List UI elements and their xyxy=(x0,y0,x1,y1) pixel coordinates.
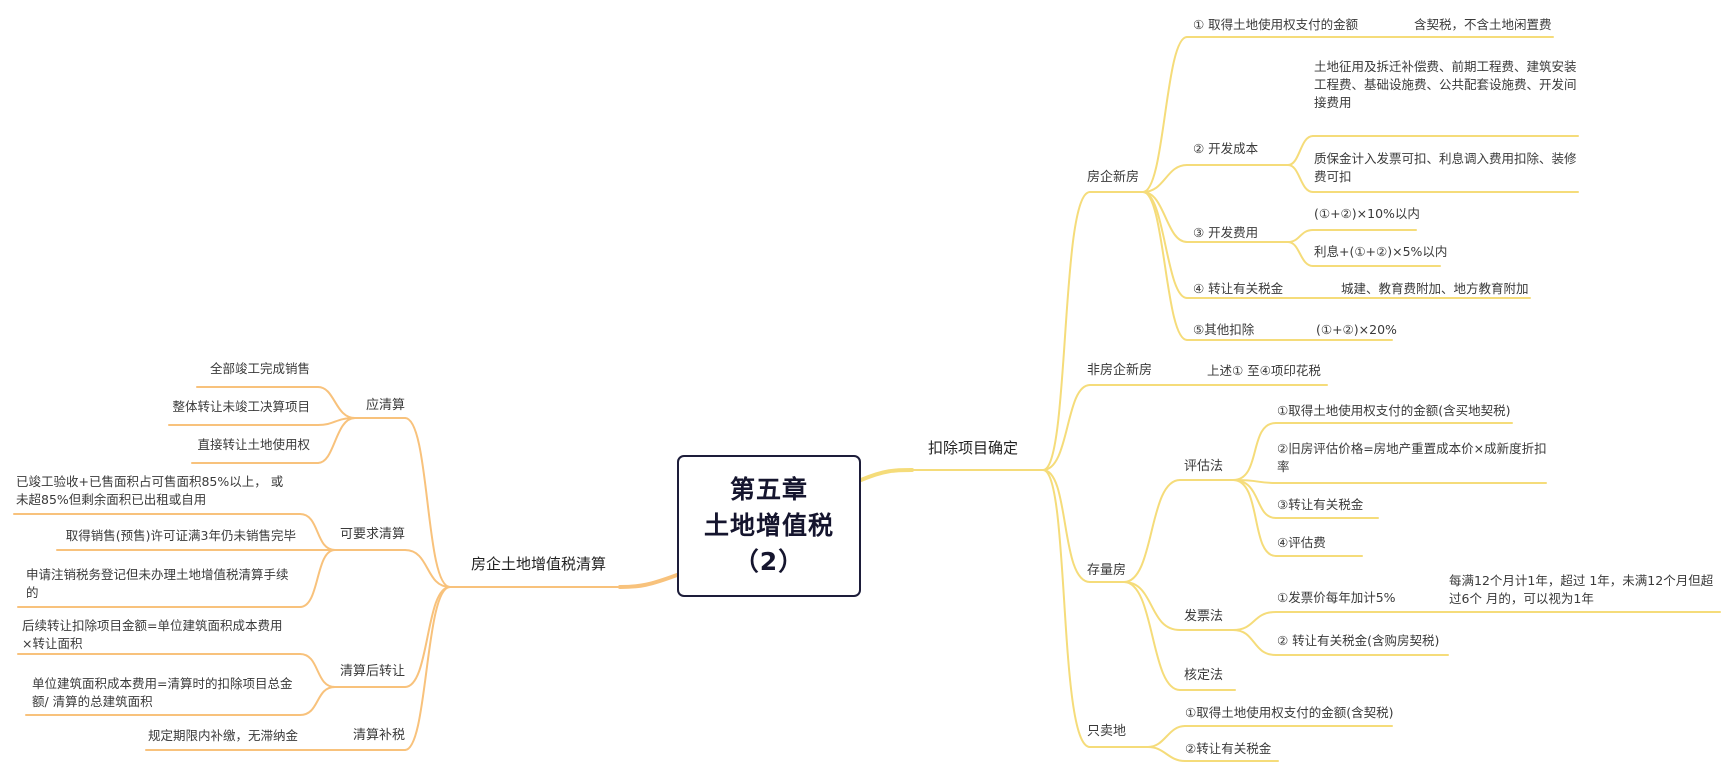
note-nonhouse-new[interactable]: 上述① 至④项印花税 xyxy=(1207,363,1321,378)
note-item3-dev-fee-2[interactable]: 利息+(①+②)×5%以内 xyxy=(1314,244,1448,259)
branch-deduction-items[interactable]: 扣除项目确定 xyxy=(928,439,1019,457)
central-topic-line2: 土地增值税 xyxy=(703,511,834,540)
node-after-transfer-item2[interactable]: 单位建筑面积成本费用=清算时的扣除项目总金额/ 清算的总建筑面积 xyxy=(32,676,293,709)
node-must-clear-item3[interactable]: 直接转让土地使用权 xyxy=(197,437,310,452)
node-may-clear-item1[interactable]: 已竣工验收+已售面积占可售面积85%以上， 或未超85%但剩余面积已出租或自用 xyxy=(16,474,284,507)
node-item3-dev-fee[interactable]: ③ 开发费用 xyxy=(1193,225,1259,240)
node-after-transfer[interactable]: 清算后转让 xyxy=(339,664,405,679)
node-eval-item2[interactable]: ②旧房评估价格=房地产重置成本价×成新度折扣率 xyxy=(1277,441,1547,474)
node-item5-other[interactable]: ⑤其他扣除 xyxy=(1193,322,1255,337)
node-landonly-item1[interactable]: ①取得土地使用权支付的金额(含契税) xyxy=(1185,705,1394,720)
node-eval-item4[interactable]: ④评估费 xyxy=(1277,535,1326,550)
node-assess-method[interactable]: 核定法 xyxy=(1184,668,1224,683)
node-may-clear-item2[interactable]: 取得销售(预售)许可证满3年仍未销售完毕 xyxy=(65,528,296,543)
node-land-only[interactable]: 只卖地 xyxy=(1087,724,1127,739)
central-topic-line1: 第五章 xyxy=(729,475,808,504)
branch-liquidation[interactable]: 房企土地增值税清算 xyxy=(471,555,607,573)
node-eval-item3[interactable]: ③转让有关税金 xyxy=(1277,497,1364,512)
note-item4-transfer-tax[interactable]: 城建、教育费附加、地方教育附加 xyxy=(1341,281,1529,296)
node-house-new[interactable]: 房企新房 xyxy=(1087,170,1140,185)
node-item1-land-cost[interactable]: ① 取得土地使用权支付的金额 xyxy=(1193,17,1359,32)
node-supplement-tax-item1[interactable]: 规定期限内补缴，无滞纳金 xyxy=(147,728,298,743)
node-item2-dev-cost[interactable]: ② 开发成本 xyxy=(1193,141,1259,156)
note-item5-other[interactable]: (①+②)×20% xyxy=(1316,322,1397,337)
note-item1-land-cost[interactable]: 含契税，不含土地闲置费 xyxy=(1414,17,1552,32)
node-nonhouse-new[interactable]: 非房企新房 xyxy=(1087,363,1153,378)
note-item2-dev-cost-1[interactable]: 土地征用及拆迁补偿费、前期工程费、建筑安装工程费、基础设施费、公共配套设施费、开… xyxy=(1314,59,1577,110)
node-after-transfer-item1[interactable]: 后续转让扣除项目金额=单位建筑面积成本费用×转让面积 xyxy=(22,618,283,651)
node-evaluation-method[interactable]: 评估法 xyxy=(1184,459,1224,474)
central-topic-line3: （2） xyxy=(733,547,805,576)
node-may-clear[interactable]: 可要求清算 xyxy=(339,527,405,542)
node-may-clear-item3[interactable]: 申请注销税务登记但未办理土地增值税清算手续的 xyxy=(26,567,289,600)
node-invoice-method[interactable]: 发票法 xyxy=(1184,609,1224,624)
node-supplement-tax[interactable]: 清算补税 xyxy=(352,728,405,743)
node-invoice-item2[interactable]: ② 转让有关税金(含购房契税) xyxy=(1277,633,1440,648)
note-item3-dev-fee-1[interactable]: (①+②)×10%以内 xyxy=(1314,206,1420,221)
node-eval-item1[interactable]: ①取得土地使用权支付的金额(含买地契税) xyxy=(1277,403,1511,418)
central-topic[interactable]: 第五章 土地增值税 （2） xyxy=(677,455,861,597)
node-invoice-item1[interactable]: ①发票价每年加计5% xyxy=(1277,590,1396,605)
note-invoice-item1[interactable]: 每满12个月计1年，超过 1年，未满12个月但超过6个 月的，可以视为1年 xyxy=(1449,573,1714,606)
node-must-clear-item2[interactable]: 整体转让未竣工决算项目 xyxy=(172,399,310,414)
node-landonly-item2[interactable]: ②转让有关税金 xyxy=(1185,741,1272,756)
node-item4-transfer-tax[interactable]: ④ 转让有关税金 xyxy=(1193,281,1284,296)
node-must-clear[interactable]: 应清算 xyxy=(365,398,405,413)
note-item2-dev-cost-2[interactable]: 质保金计入发票可扣、利息调入费用扣除、装修费可扣 xyxy=(1314,151,1577,184)
node-stock-house[interactable]: 存量房 xyxy=(1087,563,1127,578)
node-must-clear-item1[interactable]: 全部竣工完成销售 xyxy=(209,361,310,376)
